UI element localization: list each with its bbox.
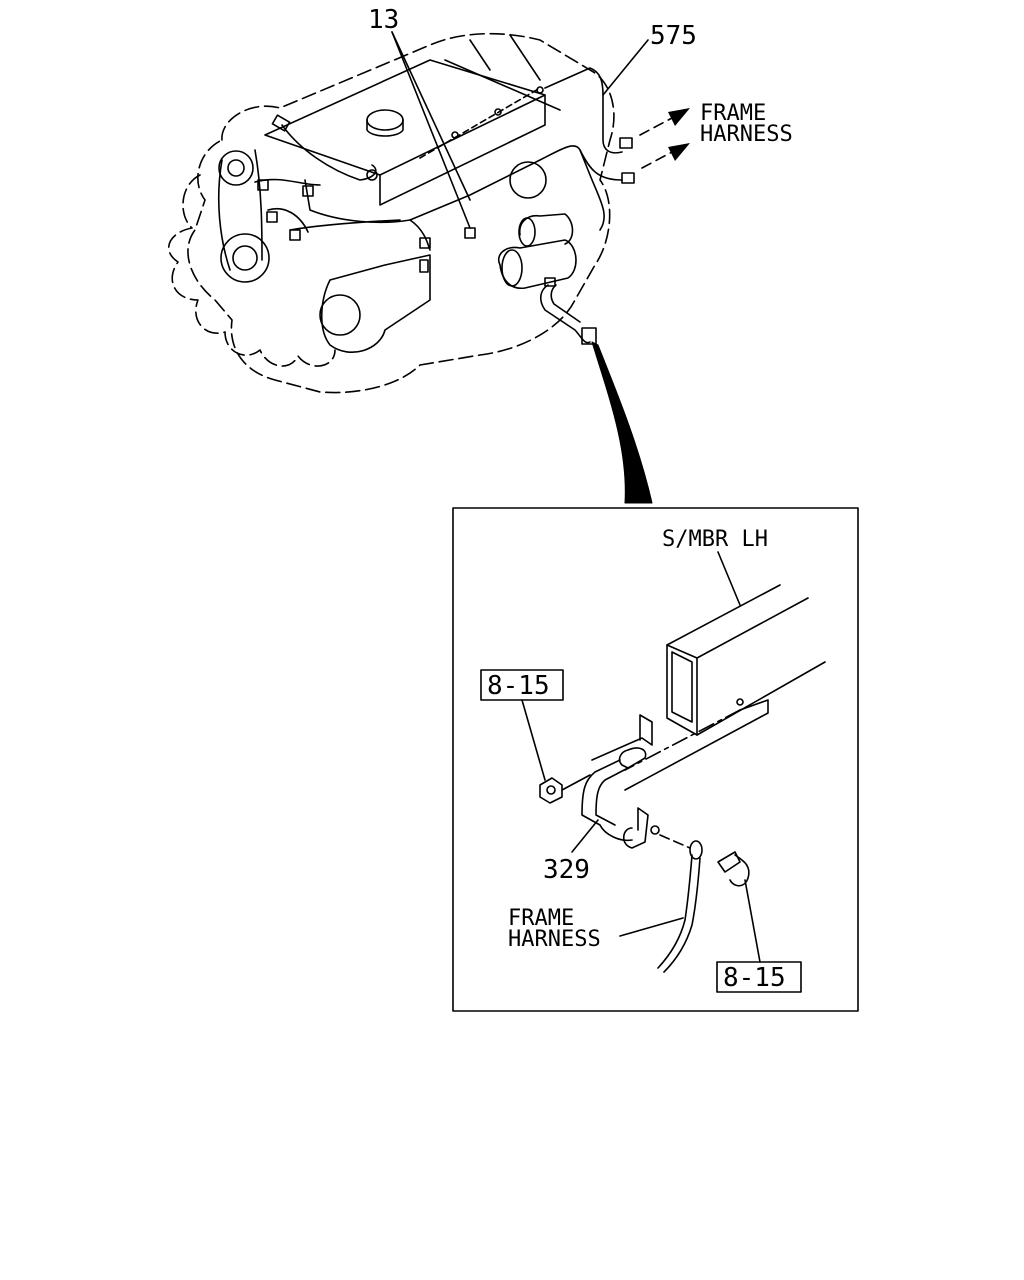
- connector: [266, 211, 278, 223]
- ref-nut-label: 8-15: [487, 671, 550, 701]
- ref-box-nut: [480, 669, 564, 701]
- ground-strap-329: [539, 714, 750, 887]
- connector: [302, 185, 314, 197]
- crank-pulley: [220, 233, 270, 283]
- leader-329: [571, 819, 599, 853]
- starter-motor: [498, 239, 577, 290]
- turbo-housing: [509, 161, 547, 199]
- arrowhead: [668, 143, 690, 161]
- leader-13b: [391, 31, 471, 229]
- detail-frame: [452, 507, 859, 1012]
- leader-smbr: [717, 551, 741, 606]
- engine-outline: [187, 32, 615, 394]
- flange-nut: [539, 777, 563, 804]
- ground-cable-on-engine: [539, 277, 597, 345]
- ref-bolt-label: 8-15: [723, 963, 786, 993]
- frame-harness-label-line1: FRAME: [700, 101, 766, 126]
- connector: [464, 227, 476, 239]
- callout-575: 575: [650, 21, 697, 51]
- head-cover: [264, 59, 546, 176]
- connector: [419, 237, 431, 249]
- frame-connector-lower: [621, 172, 635, 184]
- alternator-pulley: [218, 150, 254, 186]
- sensor-plug: [271, 114, 291, 132]
- frame-harness-cable-detail: [657, 840, 703, 973]
- detail-pointer: [591, 341, 653, 504]
- ref-box-bolt: [716, 961, 802, 993]
- side-member-label: S/MBR LH: [662, 527, 768, 552]
- frame-harness-575: [544, 67, 690, 184]
- frame-connector-upper: [619, 137, 633, 149]
- fan-outline: [167, 174, 336, 367]
- injection-pump: [320, 254, 431, 354]
- leader-nut: [521, 699, 546, 781]
- frame-harness-label-line2: HARNESS: [700, 122, 793, 147]
- leader-bolt: [744, 879, 761, 963]
- connector: [257, 179, 269, 191]
- callout-13: 13: [368, 5, 399, 35]
- connector: [289, 229, 301, 241]
- frame-harness-detail-line1: FRAME: [508, 906, 574, 931]
- engine-illustration: [167, 32, 615, 394]
- drive-belt: [217, 149, 263, 271]
- frame-harness-detail-line2: HARNESS: [508, 927, 601, 952]
- leader-13: [391, 31, 471, 201]
- callout-329: 329: [543, 855, 590, 885]
- engine-harness: [254, 86, 605, 273]
- oil-cap: [366, 109, 404, 131]
- connector: [419, 259, 429, 273]
- flange-bolt: [717, 851, 741, 873]
- leader-frame-harness: [619, 917, 684, 937]
- side-member-lh: [624, 584, 826, 791]
- arrowhead: [668, 108, 690, 126]
- leader-575: [602, 39, 649, 96]
